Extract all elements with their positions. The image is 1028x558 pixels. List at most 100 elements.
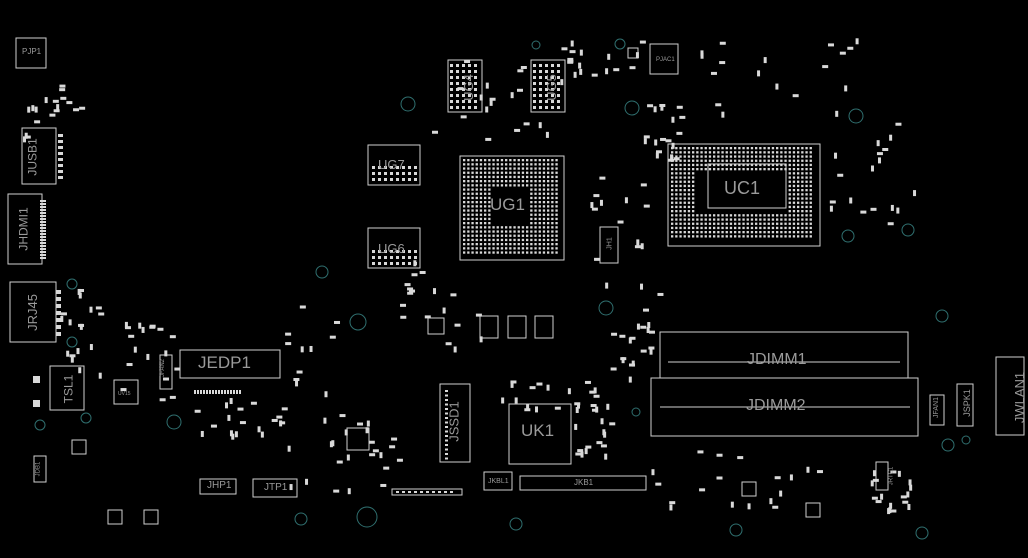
ug1-ball <box>492 175 495 179</box>
label-jhdmi1[interactable]: JHDMI1 <box>16 207 31 251</box>
label-jrj45[interactable]: JRJ45 <box>24 294 40 331</box>
passive-pad <box>516 88 523 92</box>
uc1-ball <box>683 163 686 167</box>
passive-pad <box>909 484 913 491</box>
ug1-ball <box>463 171 466 174</box>
uc1-ball <box>675 222 678 225</box>
ug5-ball <box>551 106 554 109</box>
ug1-ball <box>509 180 512 183</box>
passive-pad <box>464 60 471 64</box>
label-jdimm1[interactable]: JDIMM1 <box>747 351 807 368</box>
label-ug6[interactable]: UG6 <box>378 241 405 256</box>
uc1-ball <box>788 201 791 204</box>
passive-pad <box>369 453 376 457</box>
passive-pad <box>642 308 649 312</box>
uc1-ball <box>755 151 758 154</box>
uc1-ball <box>738 147 741 150</box>
label-pjp1[interactable]: PJP1 <box>22 47 42 56</box>
passive-pad <box>79 106 86 110</box>
passive-pad <box>575 452 582 456</box>
passive-pad <box>231 433 235 440</box>
uc1-ball <box>797 180 800 183</box>
label-jspk1[interactable]: JSPK1 <box>961 389 972 417</box>
uc1-ball <box>679 226 682 230</box>
label-jusb1[interactable]: JUSB1 <box>25 138 40 176</box>
uc1-ball <box>721 235 724 238</box>
label-uv15[interactable]: UV15 <box>118 391 131 397</box>
uc1-ball <box>738 151 741 154</box>
ug1-ball <box>484 171 487 174</box>
mounting-hole <box>166 414 182 430</box>
jssd1-pad <box>445 417 448 419</box>
ug1-ball <box>475 217 478 221</box>
uc1-ball <box>759 235 762 238</box>
passive-pad <box>647 104 654 108</box>
uc1-ball <box>687 214 691 217</box>
label-jdb1[interactable]: JDB1 <box>35 461 42 477</box>
ug6-outline <box>367 227 421 269</box>
label-jhp1[interactable]: JHP1 <box>207 480 232 491</box>
ug1-ball <box>471 230 474 233</box>
passive-pad <box>271 418 278 422</box>
uc1-ball <box>671 205 674 209</box>
label-ug1[interactable]: UG1 <box>490 195 525 214</box>
ug1-ball <box>467 175 470 179</box>
uc1-ball <box>683 159 686 162</box>
ug1-ball <box>496 163 499 166</box>
uc1-ball <box>805 214 808 217</box>
jhdmi1-pad <box>40 251 46 253</box>
ug4-ball <box>456 82 459 85</box>
ug1-ball <box>463 209 466 212</box>
uc1-ball <box>729 235 733 238</box>
label-jkb1[interactable]: JKB1 <box>574 478 594 487</box>
label-jdimm2[interactable]: JDIMM2 <box>746 397 806 414</box>
label-ug7[interactable]: UG7 <box>378 157 405 172</box>
ug1-ball <box>488 209 491 212</box>
uc1-ball <box>696 155 699 158</box>
label-jwlan1[interactable]: JWLAN1 <box>1012 371 1028 424</box>
label-jh1[interactable]: JH1 <box>606 237 614 250</box>
uc1-ball <box>767 151 770 154</box>
label-pjac1[interactable]: PJAC1 <box>656 57 675 63</box>
label-uc1[interactable]: UC1 <box>724 178 761 198</box>
uc1-ball <box>687 180 691 183</box>
ug1-ball <box>521 251 525 254</box>
label-jssd1[interactable]: JSSD1 <box>446 401 462 442</box>
uc1-ball <box>797 214 800 217</box>
uc1-ball <box>725 226 728 230</box>
ug1-ball <box>534 175 537 179</box>
uc1-ball <box>788 151 791 154</box>
uc1-ball <box>692 151 695 154</box>
label-ug5[interactable]: UG5 <box>543 74 559 101</box>
label-jfan1[interactable]: JFAN1 <box>933 396 941 419</box>
ug1-ball <box>534 222 537 225</box>
label-uk1[interactable]: UK1 <box>521 421 555 440</box>
ug5-ball <box>533 82 536 85</box>
passive-pad <box>640 243 644 250</box>
label-jrtc1[interactable]: JRTC1 <box>888 466 895 486</box>
ug1-ball <box>496 243 499 246</box>
ug1-ball <box>471 180 474 183</box>
ug1-ball <box>484 167 487 170</box>
ug1-ball <box>530 159 533 162</box>
uc1-ball <box>788 168 791 171</box>
label-jtp1[interactable]: JTP1 <box>264 482 288 493</box>
uc1-ball <box>797 201 800 204</box>
uc1-ball <box>679 222 682 225</box>
passive-pad <box>897 470 901 477</box>
uc1-ball <box>692 193 695 196</box>
label-jedp1[interactable]: JEDP1 <box>198 353 251 372</box>
ug4-ball <box>456 70 459 73</box>
ug1-ball <box>542 196 546 200</box>
passive-pad <box>611 332 618 336</box>
ug5-ball <box>545 88 548 91</box>
ug1-ball <box>534 234 537 237</box>
label-jkbl1[interactable]: JKBL1 <box>488 478 509 485</box>
label-tsl1[interactable]: TSL1 <box>61 374 76 404</box>
label-jfan2[interactable]: JFAN2 <box>160 358 167 378</box>
uc1-ball <box>671 201 674 204</box>
ug1-ball <box>467 205 470 208</box>
uc1-ball <box>776 147 779 150</box>
ug5-ball <box>551 70 554 73</box>
label-ug4[interactable]: UG4 <box>460 74 476 101</box>
